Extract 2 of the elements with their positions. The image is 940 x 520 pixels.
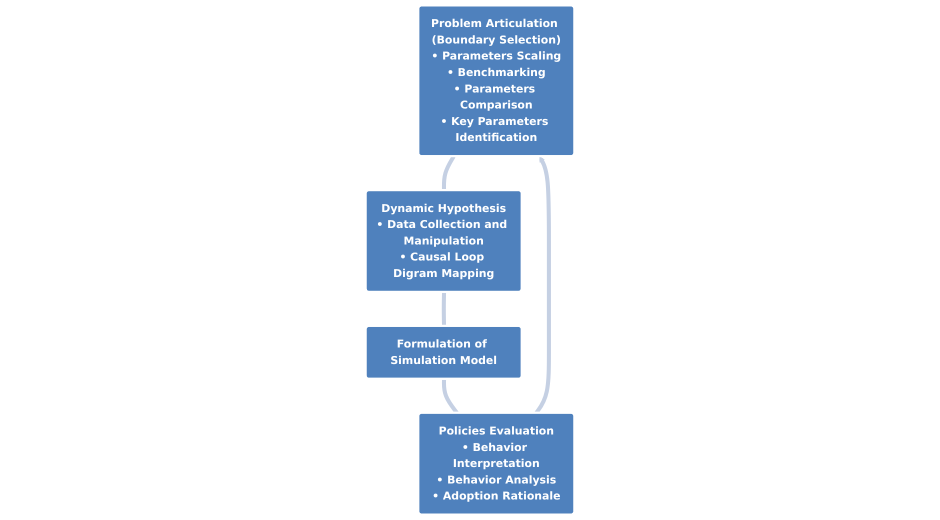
connector: [442, 155, 456, 190]
connector: [442, 292, 446, 326]
